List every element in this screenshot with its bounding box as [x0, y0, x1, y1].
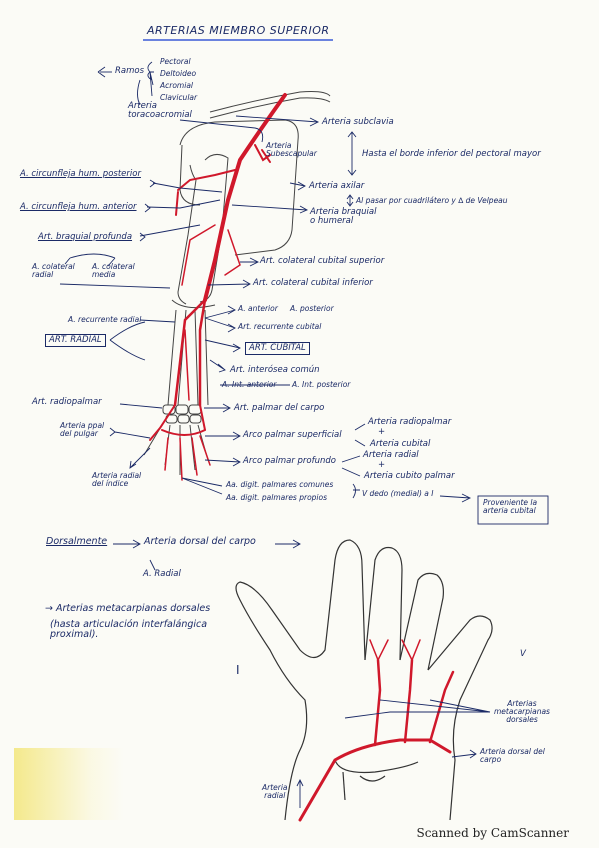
label-arteria-radial-indice: Arteria radial del índice	[92, 471, 142, 488]
label-aa-digit-comunes: Aa. digit. palmares comunes	[226, 480, 334, 489]
arm-arteries	[149, 93, 287, 481]
label-hasta-borde: Hasta el borde inferior del pectoral may…	[362, 149, 541, 159]
page-title: ARTERIAS MIEMBRO SUPERIOR	[147, 24, 330, 37]
label-v-dedo: V dedo (medial) a I	[362, 489, 434, 498]
label-arco-palmar-superficial: Arco palmar superficial	[243, 430, 342, 440]
hand-outline	[235, 539, 493, 821]
label-arteria-radiopalmar: Arteria radiopalmar	[368, 417, 452, 427]
label-a-recurrente-radial: A. recurrente radial	[68, 315, 142, 324]
label-acromial: Acromial	[160, 81, 193, 90]
label-hasta-articulacion: (hasta articulación interfalángica proxi…	[50, 619, 208, 640]
label-art-radiopalmar: Art. radiopalmar	[32, 397, 102, 407]
hand-arteries	[298, 639, 455, 822]
highlight-stain	[14, 748, 124, 820]
label-arteria-radial-2: Arteria radial	[363, 450, 419, 460]
label-art-colat-cubital-sup: Art. colateral cubital superior	[260, 256, 385, 266]
label-ramos: Ramos	[115, 66, 145, 76]
label-arteria-subclavia: Arteria subclavia	[322, 117, 394, 127]
label-arteria-dorsal-carpo-2: Arteria dorsal del carpo	[480, 747, 545, 764]
label-arteria-radial-3: Arteria radial	[262, 783, 288, 800]
label-arteria-cubito-palmar: Arteria cubito palmar	[364, 471, 455, 481]
label-roman-v: V	[520, 649, 526, 659]
label-circ-anterior: A. circunfleja hum. anterior	[20, 202, 137, 212]
label-art-palmar-carpo: Art. palmar del carpo	[234, 403, 325, 413]
label-roman-i: I	[236, 663, 240, 677]
label-deltoideo: Deltoideo	[160, 69, 197, 78]
label-a-radial: A. Radial	[143, 569, 181, 579]
label-a-colateral-radial: A. colateral radial	[32, 262, 75, 279]
label-art-cubital: ART. CUBITAL	[245, 342, 310, 355]
label-art-colat-cubital-inf: Art. colateral cubital inferior	[253, 278, 373, 288]
label-arteria-toracoacromial: Arteria toracoacromial	[128, 101, 192, 120]
label-art-radial: ART. RADIAL	[45, 334, 106, 347]
label-arteria-ppal-pulgar: Arteria ppal del pulgar	[60, 421, 105, 438]
label-dorsalmente: Dorsalmente	[46, 536, 108, 547]
label-pectoral: Pectoral	[160, 57, 191, 66]
label-arteria-cubital: Arteria cubital	[370, 439, 431, 449]
leader-lines	[59, 61, 491, 808]
label-a-int-posterior: A. Int. posterior	[292, 380, 351, 389]
label-arteria-braquial: Arteria braquial o humeral	[310, 207, 377, 226]
label-circ-posterior: A. circunfleja hum. posterior	[20, 169, 141, 179]
label-aa-digit-propios: Aa. digit. palmares propios	[226, 493, 327, 502]
label-a-int-anterior: A. Int. anterior	[222, 380, 277, 389]
label-a-colateral-media: A. colateral media	[92, 262, 135, 279]
label-art-braquial-profunda: Art. braquial profunda	[38, 232, 133, 242]
label-aa-metacarpianas: → Arterias metacarpianas dorsales	[45, 603, 211, 614]
label-al-pasar: Al pasar por cuadrilátero y ∆ de Velpeau	[356, 196, 508, 205]
label-clavicular: Clavicular	[160, 93, 198, 102]
label-arterias-metacarpianas-dorsales: Arterias metacarpianas dorsales	[494, 699, 550, 724]
label-a-posterior: A. posterior	[290, 304, 334, 313]
label-proveniente: Proveniente la arteria cubital	[483, 498, 538, 515]
label-art-subescapular: Arteria Subescapular	[266, 141, 317, 158]
label-arteria-axilar: Arteria axilar	[309, 181, 365, 191]
label-a-anterior: A. anterior	[238, 304, 278, 313]
label-arteria-dorsal-carpo: Arteria dorsal del carpo	[144, 536, 256, 547]
label-arco-palmar-profundo: Arco palmar profundo	[243, 456, 336, 466]
label-art-interosea: Art. interósea común	[230, 365, 320, 375]
plus-sign-1: +	[378, 427, 386, 437]
label-art-recurrente-cubital: Art. recurrente cubital	[238, 322, 322, 331]
scanner-watermark: Scanned by CamScanner	[416, 826, 569, 840]
plus-sign-2: +	[378, 460, 386, 470]
